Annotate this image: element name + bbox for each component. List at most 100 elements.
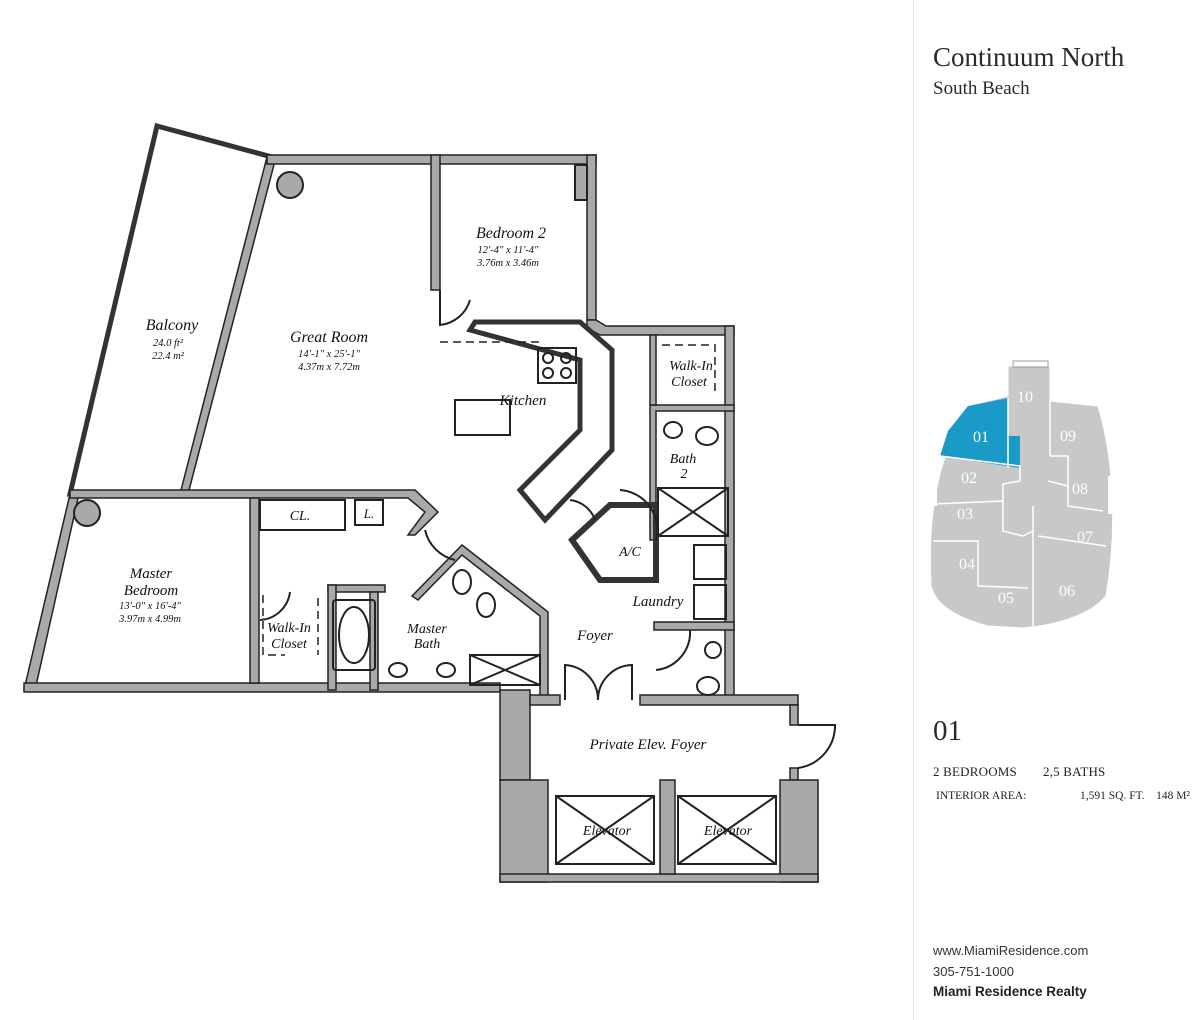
label-master-a: Master (129, 566, 173, 582)
wall-master-north (69, 489, 440, 536)
dim-balcony-2: 22.4 m² (152, 351, 185, 362)
label-closet: CL. (290, 509, 311, 524)
wall-foyer-south-left (499, 689, 531, 781)
bath2-sink (663, 421, 683, 439)
label-balcony: Balcony (146, 317, 199, 334)
label-elev-foyer: Private Elev. Foyer (589, 737, 707, 753)
wall-elev-west (499, 779, 549, 883)
wall-laundry (653, 621, 735, 631)
wall-elev-foyer-east (789, 704, 799, 726)
wall-bath2-frame (649, 404, 735, 541)
label-walkin2-b: Closet (271, 637, 308, 652)
keyplan-label-04: 04 (959, 556, 975, 573)
phone-number[interactable]: 305-751-1000 (933, 964, 1014, 979)
door-bed2 (439, 290, 471, 327)
baths-count: 2,5 BATHS (1043, 764, 1106, 779)
keyplan-label-03: 03 (957, 506, 973, 523)
building-name: Continuum North (933, 42, 1125, 72)
keyplan-unit-01 (940, 398, 1020, 468)
wall-closet-left (649, 334, 657, 406)
walkin1-shelf-dashed (662, 344, 716, 395)
mbath-bidet (452, 569, 472, 595)
company-name: Miami Residence Realty (933, 984, 1087, 999)
keyplan-label-10: 10 (1017, 389, 1033, 406)
wall-east (724, 325, 735, 703)
bath2-toilet (695, 426, 719, 446)
keyplan-label-06: 06 (1059, 583, 1075, 600)
building-location: South Beach (933, 78, 1030, 99)
dryer (693, 584, 727, 620)
label-elevator-1: Elevator (582, 824, 632, 839)
wall-master-south (23, 682, 501, 693)
interior-area-sqft: 1,591 SQ. FT. (1080, 790, 1145, 802)
door-elev-foyer (797, 724, 837, 769)
label-walkin1-a: Walk-In (669, 359, 713, 374)
label-elevator-2: Elevator (703, 824, 753, 839)
interior-area-label: INTERIOR AREA: (936, 790, 1027, 802)
keyplan-label-09: 09 (1060, 428, 1076, 445)
closet-shelf-dashed (262, 341, 540, 656)
door-ac (569, 499, 596, 521)
wall-foyer-south (529, 694, 561, 706)
label-foyer: Foyer (576, 628, 613, 644)
mbath-sink-1 (388, 662, 408, 678)
wall-ac (568, 502, 659, 583)
closet-cl-box (259, 499, 346, 531)
website-link[interactable]: www.MiamiResidence.com (933, 943, 1089, 958)
wall-elev-mid (659, 779, 676, 875)
label-walkin1-b: Closet (671, 375, 708, 390)
bathtub (332, 599, 376, 671)
label-walkin2-a: Walk-In (267, 621, 311, 636)
dim-great-room-2: 4.37m x 7.72m (298, 362, 360, 373)
wall-bed2-kitchen (430, 154, 441, 291)
mbath-sink-2 (436, 662, 456, 678)
floor-plan: Balcony 24.0 ft² 22.4 m² Great Room 14'-… (23, 122, 837, 883)
washer (693, 544, 727, 580)
label-mbath-a: Master (406, 622, 447, 637)
door-mbath (424, 529, 456, 561)
panel-divider (913, 0, 914, 1020)
elevator-cab-2 (677, 795, 777, 865)
wall-bed2-step (586, 319, 735, 336)
wall-foyer-right (639, 694, 799, 706)
label-great-room: Great Room (290, 329, 368, 346)
label-mbath-b: Bath (414, 637, 440, 652)
wall-elev-foyer-east2 (789, 767, 799, 781)
keyplan-label-01: 01 (973, 429, 989, 446)
keyplan-label-07: 07 (1077, 529, 1093, 546)
balcony-railing (66, 122, 276, 497)
dim-great-room-1: 14'-1" x 25'-1" (298, 349, 360, 360)
label-linen: L. (363, 506, 374, 521)
keyplan-label-05: 05 (998, 590, 1014, 607)
mbath-shower (469, 654, 541, 686)
unit-number: 01 (933, 715, 962, 747)
key-plan: 10 01 09 02 08 03 07 04 05 06 (929, 360, 1115, 629)
wall-kitchen-counter (466, 319, 615, 524)
wall-closet-divider (249, 497, 260, 684)
label-master-b: Bedroom (124, 583, 179, 599)
dim-master-1: 13'-0" x 16'-4" (119, 601, 181, 612)
elevator-cab-1 (555, 795, 655, 865)
door-walkin2 (259, 591, 291, 621)
unit-specs: 2 BEDROOMS 2,5 BATHS (933, 764, 1131, 780)
column-master (73, 499, 101, 527)
label-ac: A/C (618, 545, 641, 560)
bath2-shower (657, 487, 729, 537)
bedrooms-count: 2 BEDROOMS (933, 764, 1017, 779)
kitchen-stove (537, 347, 577, 384)
label-kitchen: Kitchen (499, 393, 547, 409)
dim-master-2: 3.97m x 4.99m (118, 614, 181, 625)
door-powder (655, 629, 692, 671)
wall-mbath-diag (410, 543, 549, 703)
mbath-toilet (476, 592, 496, 618)
door-foyer-left (564, 663, 600, 701)
dim-bedroom2-1: 12'-4" x 11'-4" (478, 245, 540, 256)
wall-master-west (23, 493, 80, 691)
wall-bed2-east (586, 154, 597, 321)
closet-l-box (354, 499, 384, 526)
keyplan-label-08: 08 (1072, 481, 1088, 498)
powder-toilet (696, 676, 720, 696)
keyplan-label-02: 02 (961, 470, 977, 487)
wall-elev-east (779, 779, 819, 883)
label-bath2-b: 2 (681, 467, 688, 482)
